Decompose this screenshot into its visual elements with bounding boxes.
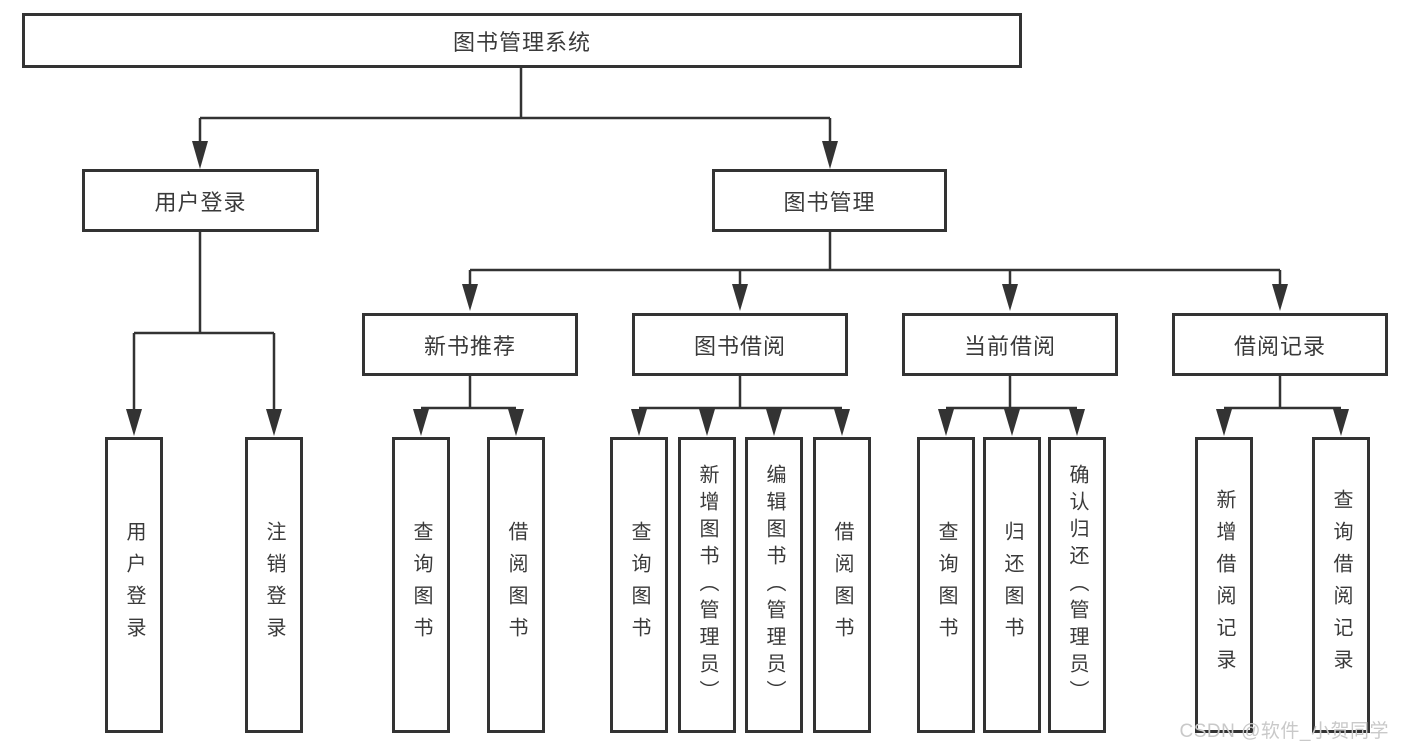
node-label: 新增图书（管理员） bbox=[696, 463, 718, 707]
node-label: 新书推荐 bbox=[423, 333, 516, 359]
leaf-return-books: 归还图书 bbox=[983, 437, 1041, 733]
node-label: 当前借阅 bbox=[963, 333, 1056, 359]
leaf-query-borrow-record: 查询借阅记录 bbox=[1312, 437, 1370, 733]
node-label: 用户登录 bbox=[154, 189, 247, 215]
node-label: 借阅图书 bbox=[505, 521, 527, 649]
leaf-confirm-return-admin: 确认归还（管理员） bbox=[1048, 437, 1106, 733]
node-label: 用户登录 bbox=[123, 521, 145, 649]
node-library-management-system: 图书管理系统 bbox=[22, 13, 1022, 68]
node-book-borrowing: 图书借阅 bbox=[632, 313, 848, 376]
node-book-management: 图书管理 bbox=[712, 169, 947, 232]
node-current-borrowing: 当前借阅 bbox=[902, 313, 1118, 376]
node-label: 查询图书 bbox=[935, 521, 957, 649]
node-label: 图书管理 bbox=[783, 189, 876, 215]
node-new-book-recommendation: 新书推荐 bbox=[362, 313, 578, 376]
leaf-user-login: 用户登录 bbox=[105, 437, 163, 733]
leaf-query-books-current: 查询图书 bbox=[917, 437, 975, 733]
node-label: 借阅图书 bbox=[831, 521, 853, 649]
leaf-borrow-books-recommend: 借阅图书 bbox=[487, 437, 545, 733]
node-label: 图书借阅 bbox=[693, 333, 786, 359]
leaf-logout: 注销登录 bbox=[245, 437, 303, 733]
arrowheads bbox=[126, 141, 1349, 436]
node-label: 新增借阅记录 bbox=[1213, 489, 1235, 681]
leaf-edit-books-admin: 编辑图书（管理员） bbox=[745, 437, 803, 733]
node-label: 查询借阅记录 bbox=[1330, 489, 1352, 681]
node-label: 注销登录 bbox=[263, 521, 285, 649]
node-label: 确认归还（管理员） bbox=[1066, 463, 1088, 707]
node-label: 查询图书 bbox=[628, 521, 650, 649]
node-user-login: 用户登录 bbox=[82, 169, 319, 232]
node-label: 图书管理系统 bbox=[452, 29, 591, 55]
leaf-add-books-admin: 新增图书（管理员） bbox=[678, 437, 736, 733]
node-label: 查询图书 bbox=[410, 521, 432, 649]
node-label: 编辑图书（管理员） bbox=[763, 463, 785, 707]
node-borrowing-records: 借阅记录 bbox=[1172, 313, 1388, 376]
leaf-add-borrow-record: 新增借阅记录 bbox=[1195, 437, 1253, 733]
node-label: 借阅记录 bbox=[1233, 333, 1326, 359]
leaf-borrow-books-borrow: 借阅图书 bbox=[813, 437, 871, 733]
leaf-query-books-recommend: 查询图书 bbox=[392, 437, 450, 733]
leaf-query-books-borrow: 查询图书 bbox=[610, 437, 668, 733]
node-label: 归还图书 bbox=[1001, 521, 1023, 649]
watermark-text: CSDN @软件_小贺同学 bbox=[1179, 721, 1389, 742]
